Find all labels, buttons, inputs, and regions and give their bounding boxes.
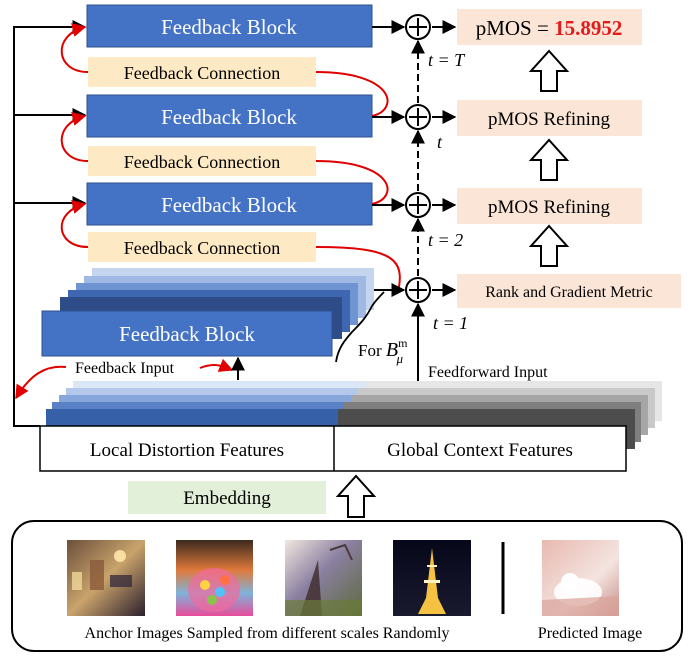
final-pmos-value: 15.8952 [554, 16, 622, 40]
final-pmos-box: pMOS = 15.8952 [457, 9, 642, 45]
time-label-2: t = 2 [428, 230, 463, 250]
for-bracket-curve [335, 291, 385, 363]
final-pmos-text: pMOS = 15.8952 [476, 16, 623, 40]
predicted-image [542, 540, 619, 616]
feedback-input-label: Feedback Input [75, 360, 175, 377]
pmos-refining-label: pMOS Refining [488, 197, 610, 218]
anchor-images-caption: Anchor Images Sampled from different sca… [85, 625, 450, 642]
sum-node-1 [405, 14, 431, 40]
pmos-refining-label: pMOS Refining [488, 109, 610, 130]
local-features-label: Local Distortion Features [90, 440, 284, 461]
rank-gradient-box: Rank and Gradient Metric [457, 274, 681, 308]
pmos-refining-box-2: pMOS Refining [457, 188, 642, 224]
predicted-image-caption: Predicted Image [538, 625, 642, 642]
sum-node-4 [405, 277, 431, 303]
backbone-line [13, 20, 87, 427]
feedforward-input-label: Feedforward Input [428, 364, 548, 381]
embedding-label: Embedding [183, 488, 271, 509]
sum-node-3 [405, 192, 431, 218]
sum-node-2 [405, 104, 431, 130]
loop-left-3 [60, 200, 89, 248]
loop-right-1 [315, 71, 389, 117]
feedback-connection-label: Feedback Connection [124, 238, 280, 258]
feedback-block-1: Feedback Block [86, 4, 373, 48]
loop-right-3 [315, 246, 401, 293]
loop-right-2 [315, 160, 389, 205]
rank-gradient-label: Rank and Gradient Metric [485, 284, 653, 301]
feedback-input-arrow-left [15, 365, 67, 400]
feedback-connection-label: Feedback Connection [124, 152, 280, 172]
features-box: Local Distortion Features Global Context… [39, 425, 627, 472]
feedback-block-bottom: Feedback Block [41, 310, 333, 357]
loop-left-2 [60, 112, 89, 162]
feedback-connection-label: Feedback Connection [124, 63, 280, 83]
feedback-block-3: Feedback Block [86, 182, 373, 226]
feedback-connection-3: Feedback Connection [88, 232, 316, 262]
feedback-block-label: Feedback Block [161, 15, 297, 39]
anchor-image-3 [285, 540, 362, 616]
feedback-block-label: Feedback Block [119, 322, 255, 346]
anchor-image-1 [67, 540, 145, 616]
time-label-T: t = T [428, 50, 466, 70]
feedback-connection-2: Feedback Connection [88, 146, 316, 176]
hollow-up-arrow-2 [528, 138, 570, 181]
time-label-t: t [437, 132, 443, 152]
feedback-block-2: Feedback Block [86, 94, 373, 138]
loop-left-1 [60, 23, 89, 73]
time-label-1: t = 1 [433, 313, 468, 333]
hollow-up-arrow-3 [528, 224, 570, 267]
anchor-image-4 [393, 540, 471, 616]
feedback-connection-1: Feedback Connection [88, 57, 316, 87]
feedback-input-arrow-right [199, 358, 234, 372]
anchor-image-2 [176, 540, 253, 616]
embedding-box: Embedding [128, 481, 326, 514]
pmos-refining-box-1: pMOS Refining [457, 100, 642, 136]
feedback-block-label: Feedback Block [161, 193, 297, 217]
hollow-up-arrow-1 [528, 49, 570, 92]
global-features-label: Global Context Features [387, 440, 573, 461]
final-pmos-prefix: pMOS = [476, 16, 554, 40]
feedback-block-label: Feedback Block [161, 105, 297, 129]
embedding-up-arrow [335, 474, 377, 518]
